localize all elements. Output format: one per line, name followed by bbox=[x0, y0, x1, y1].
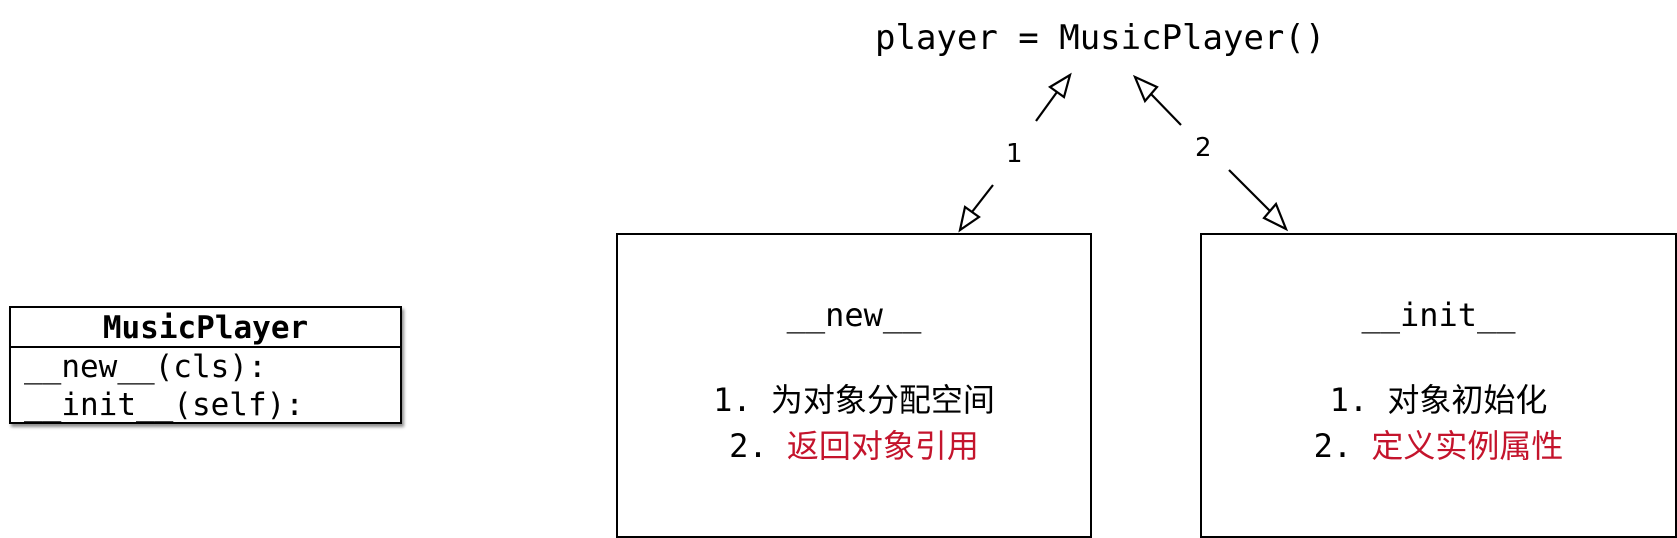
new-box-title: __new__ bbox=[786, 296, 922, 334]
new-step-1-number: 1. bbox=[713, 381, 752, 419]
arrow-2-line-lower bbox=[1228, 169, 1271, 212]
uml-class-box: MusicPlayer __new__(cls): __init__(self)… bbox=[9, 306, 402, 424]
new-step-1: 1. 为对象分配空间 bbox=[618, 377, 1090, 423]
arrow-label-1: 1 bbox=[1006, 139, 1023, 169]
uml-method-init: __init__(self): bbox=[24, 387, 304, 423]
init-step-1-number: 1. bbox=[1329, 381, 1369, 419]
init-method-box: __init__ 1. 对象初始化 2. 定义实例属性 bbox=[1200, 233, 1677, 538]
init-box-title: __init__ bbox=[1361, 296, 1516, 334]
init-box-steps: 1. 对象初始化 2. 定义实例属性 bbox=[1202, 377, 1675, 469]
instantiation-expression: player = MusicPlayer() bbox=[875, 18, 1326, 58]
init-step-1: 1. 对象初始化 bbox=[1202, 377, 1675, 423]
new-method-box: __new__ 1. 为对象分配空间 2. 返回对象引用 bbox=[616, 233, 1092, 538]
arrow-2-line-upper bbox=[1150, 93, 1182, 126]
init-step-2-number: 2. bbox=[1313, 427, 1353, 465]
arrow-2-head-up bbox=[1132, 74, 1159, 104]
init-step-1-text: 对象初始化 bbox=[1387, 381, 1548, 419]
uml-class-name: MusicPlayer bbox=[11, 308, 400, 348]
arrow-2-head-down bbox=[1262, 201, 1289, 232]
arrow-1-line-lower bbox=[971, 184, 994, 213]
arrow-1-head-up bbox=[1047, 72, 1072, 99]
new-step-2-number: 2. bbox=[729, 427, 768, 465]
new-step-1-text: 为对象分配空间 bbox=[770, 381, 995, 419]
init-step-2-text: 定义实例属性 bbox=[1371, 427, 1564, 465]
arrow-1-line-upper bbox=[1035, 91, 1058, 122]
arrow-1-head-down bbox=[958, 205, 981, 233]
new-box-steps: 1. 为对象分配空间 2. 返回对象引用 bbox=[618, 377, 1090, 469]
new-step-2-text: 返回对象引用 bbox=[786, 427, 979, 465]
arrow-label-2: 2 bbox=[1195, 133, 1212, 163]
new-step-2: 2. 返回对象引用 bbox=[618, 423, 1090, 469]
uml-method-new: __new__(cls): bbox=[24, 349, 267, 385]
init-step-2: 2. 定义实例属性 bbox=[1202, 423, 1675, 469]
